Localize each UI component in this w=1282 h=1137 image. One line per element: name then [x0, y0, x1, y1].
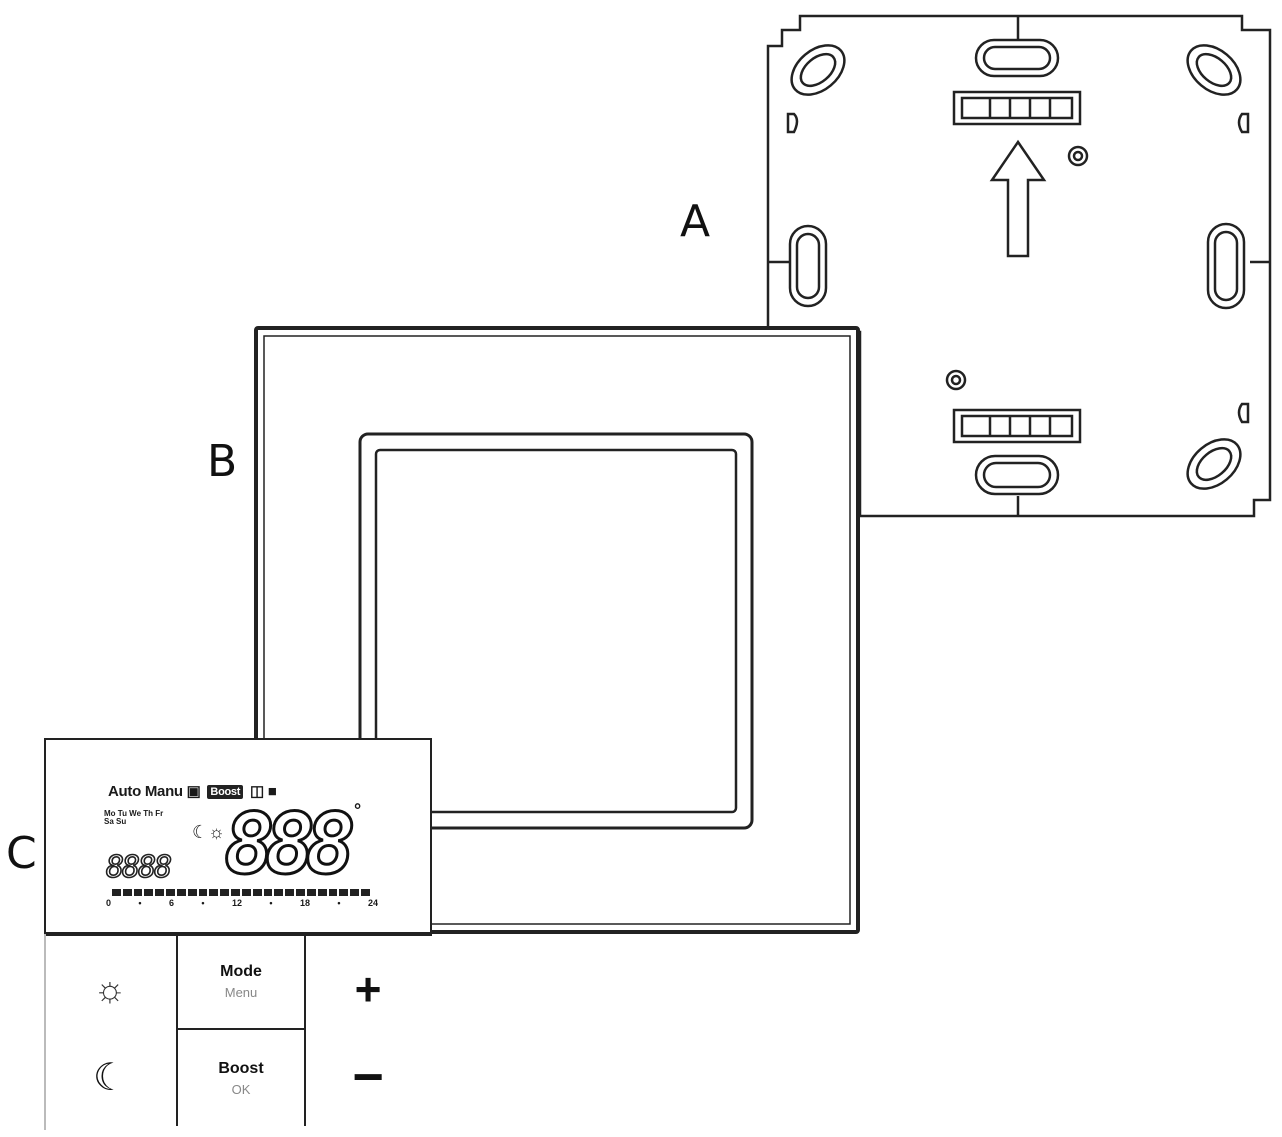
hour-tick-separator: • — [138, 898, 142, 908]
weekday-row-2: Sa Su — [104, 817, 127, 826]
hour-tick-label: 12 — [231, 898, 242, 908]
callout-b: B — [207, 436, 238, 487]
window-icon: ◫ — [249, 783, 264, 800]
hour-bar-segment — [263, 889, 273, 896]
callout-c: C — [6, 828, 37, 879]
hour-bar-segment — [274, 889, 284, 896]
callout-a: A — [680, 196, 711, 247]
hour-bar-segment — [198, 889, 208, 896]
hour-bar-segment — [220, 889, 230, 896]
minus-button[interactable]: − — [304, 1030, 432, 1124]
manu-indicator: Manu — [144, 783, 183, 800]
mode-label: Mode — [220, 962, 262, 980]
hour-tick-separator: • — [337, 898, 341, 908]
comfort-temp-button[interactable]: ☼ — [46, 942, 174, 1036]
hour-bar-segment — [306, 889, 316, 896]
ok-label: OK — [231, 1081, 251, 1097]
hour-bar-segment — [112, 889, 121, 896]
weekday-row-1: Mo Tu We Th Fr — [104, 809, 164, 818]
hour-ticks: 0 • 6 • 12 • 18 • 24 — [106, 898, 378, 908]
weekday-indicators: Mo Tu We Th Fr Sa Su — [104, 810, 194, 826]
hour-bar-segment — [252, 889, 262, 896]
degree-symbol: ° — [354, 800, 362, 820]
frame-inner-opening — [358, 432, 754, 830]
suitcase-icon: ▣ — [186, 783, 201, 800]
slot-right — [1206, 222, 1246, 310]
hour-bar-segment — [133, 889, 143, 896]
hour-bar-segment — [339, 889, 349, 896]
hour-bar-segment — [176, 889, 186, 896]
hour-bar-segment — [209, 889, 219, 896]
clip-top — [952, 90, 1082, 126]
slot-bottom — [974, 454, 1060, 496]
boost-label: Boost — [218, 1059, 264, 1077]
hour-bar-segment — [122, 889, 132, 896]
menu-label: Menu — [224, 984, 258, 1000]
slot-left — [788, 224, 828, 308]
hour-bar-segment — [361, 889, 370, 896]
hole-bottom-right — [1186, 438, 1242, 490]
hour-bar-segment — [144, 889, 154, 896]
minus-icon: − — [352, 1047, 384, 1107]
clip-bottom — [952, 408, 1082, 444]
lock-icon: ■ — [267, 783, 277, 800]
hole-top-right — [1186, 44, 1242, 96]
hour-tick-separator: • — [269, 898, 273, 908]
hour-bar-segment — [187, 889, 197, 896]
eco-temp-button[interactable]: ☾ — [46, 1030, 174, 1124]
boost-indicator: Boost — [207, 785, 244, 799]
mode-menu-button[interactable]: Mode Menu — [176, 934, 306, 1030]
plus-button[interactable]: + — [304, 942, 432, 1036]
boost-ok-button[interactable]: Boost OK — [176, 1030, 306, 1126]
hour-bar-segment — [317, 889, 327, 896]
keypad: ☼ ☾ Mode Menu Boost OK + − — [44, 934, 434, 1130]
mini-digits: 8888 — [105, 849, 173, 886]
hour-bar-segment — [350, 889, 360, 896]
lcd-display: Auto Manu ▣ Boost ◫ ■ Mo Tu We Th Fr Sa … — [44, 738, 432, 936]
hour-tick-label: 6 — [168, 898, 174, 908]
thermostat-unit: Auto Manu ▣ Boost ◫ ■ Mo Tu We Th Fr Sa … — [44, 738, 432, 1130]
hour-bar-segment — [231, 889, 240, 896]
hour-bar-segment — [166, 889, 175, 896]
hour-bar-segment — [328, 889, 338, 896]
sun-icon: ☼ — [93, 968, 127, 1009]
mounting-plate — [766, 14, 1272, 518]
hour-tick-label: 24 — [367, 898, 378, 908]
screw-mark-right — [1067, 145, 1089, 167]
hour-bar-segment — [296, 889, 305, 896]
auto-indicator: Auto — [108, 783, 141, 800]
hole-top-left — [790, 44, 846, 96]
screw-mark-left — [945, 369, 967, 391]
sun-moon-indicator-icon: ☾☼ — [192, 822, 225, 842]
temperature-digits: 888 — [223, 795, 358, 893]
plus-icon: + — [354, 963, 382, 1015]
up-arrow-icon — [989, 139, 1047, 258]
moon-icon: ☾ — [92, 1056, 128, 1099]
hour-tick-separator: • — [201, 898, 205, 908]
lcd-mode-row: Auto Manu ▣ Boost ◫ ■ — [108, 782, 277, 800]
hour-bar-segment — [241, 889, 251, 896]
hour-bar-segment — [285, 889, 295, 896]
hour-bar-segment — [155, 889, 165, 896]
hour-bar-graph — [112, 889, 370, 896]
slot-top — [974, 38, 1060, 78]
hour-tick-label: 18 — [299, 898, 310, 908]
hour-tick-label: 0 — [106, 898, 112, 908]
